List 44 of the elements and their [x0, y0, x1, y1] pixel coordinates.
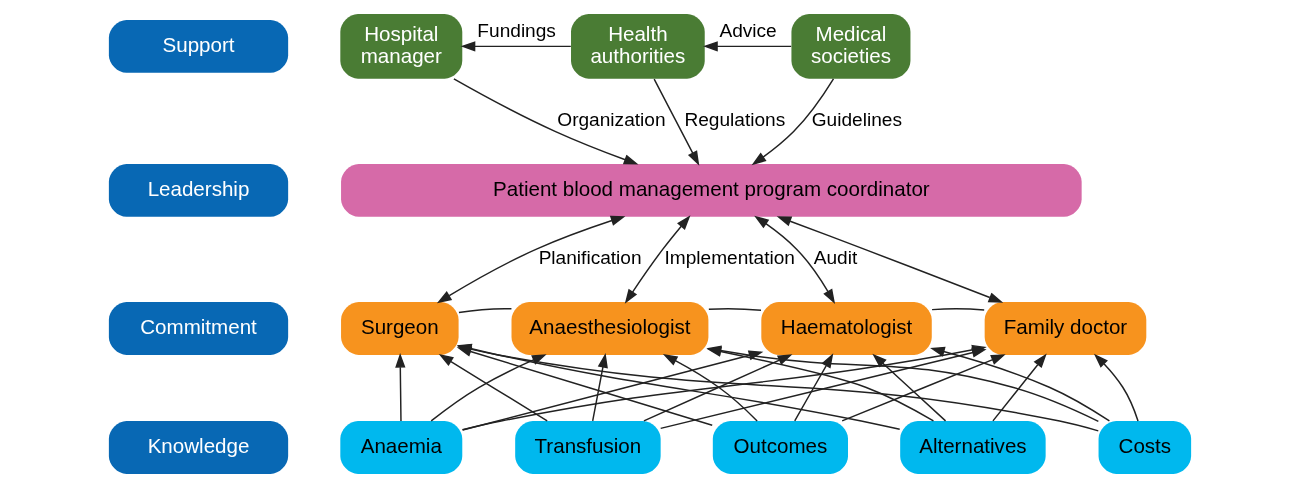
connector	[931, 307, 985, 311]
arrow	[653, 78, 700, 166]
node-box: Anaesthesiologist	[511, 302, 709, 355]
edge-label: Regulations	[684, 109, 786, 131]
edge-label: Guidelines	[811, 109, 902, 131]
arrow	[624, 215, 691, 304]
edge-label: Planification	[538, 247, 642, 269]
edge-label: Organization	[557, 109, 666, 131]
edge-label: Audit	[813, 247, 858, 269]
connector	[708, 307, 762, 311]
node-box: Hospital manager	[340, 14, 463, 79]
arrow	[872, 353, 947, 422]
node-box: Costs	[1098, 421, 1192, 474]
arrow	[703, 41, 792, 52]
edge-label: Advice	[719, 19, 777, 41]
arrow	[992, 353, 1047, 422]
node-box: Surgeon	[341, 302, 459, 355]
arrow	[395, 352, 406, 422]
arrow	[662, 354, 758, 422]
node-box: Outcomes	[712, 421, 848, 474]
arrow	[1093, 353, 1139, 422]
arrow	[436, 215, 626, 304]
node-box: Haematologist	[761, 302, 932, 355]
node-box: Alternatives	[900, 421, 1046, 474]
node-box: Transfusion	[515, 421, 661, 474]
node-box: Anaemia	[340, 421, 463, 474]
arrow	[460, 41, 572, 52]
arrow	[453, 78, 639, 165]
node-box: Commitment	[108, 302, 289, 355]
arrow	[754, 215, 836, 304]
node-box: Support	[108, 19, 289, 73]
edge-label: Implementation	[664, 247, 795, 269]
connector	[458, 307, 513, 314]
node-box: Medical societies	[791, 14, 911, 79]
arrow	[751, 78, 835, 166]
node-box: Health authorities	[571, 14, 705, 79]
arrow	[591, 352, 608, 422]
node-box: Patient blood management program coordinator	[341, 163, 1082, 217]
node-box: Family doctor	[984, 302, 1147, 355]
node-box: Leadership	[108, 163, 289, 217]
edge-label: Fundings	[477, 19, 556, 41]
arrow	[841, 354, 1006, 422]
node-box: Knowledge	[108, 421, 289, 474]
arrow	[776, 216, 1004, 303]
